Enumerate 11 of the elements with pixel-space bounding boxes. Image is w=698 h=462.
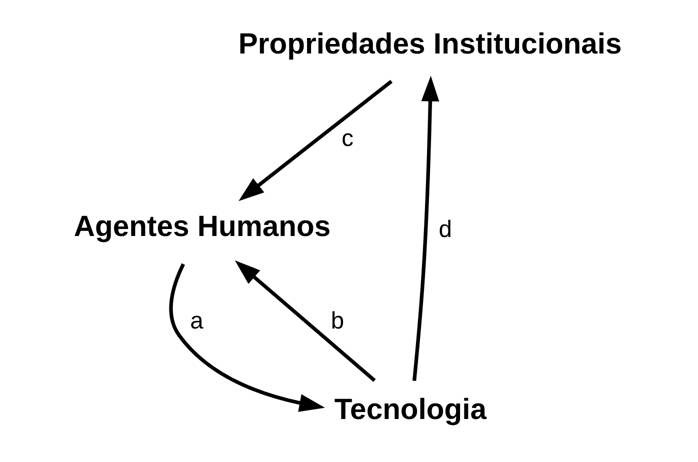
node-text: Tecnologia <box>334 394 487 426</box>
arrow <box>238 80 393 202</box>
arrow <box>412 76 440 381</box>
node-text: Agentes Humanos <box>74 211 331 244</box>
node-text: Propriedades Institucionais <box>238 28 622 60</box>
edge-label: a <box>190 308 204 335</box>
arrow <box>234 260 376 382</box>
edge-label: d <box>438 216 452 244</box>
edge-label: c <box>342 124 354 152</box>
edge-label: b <box>330 308 344 335</box>
arrow <box>169 263 325 412</box>
